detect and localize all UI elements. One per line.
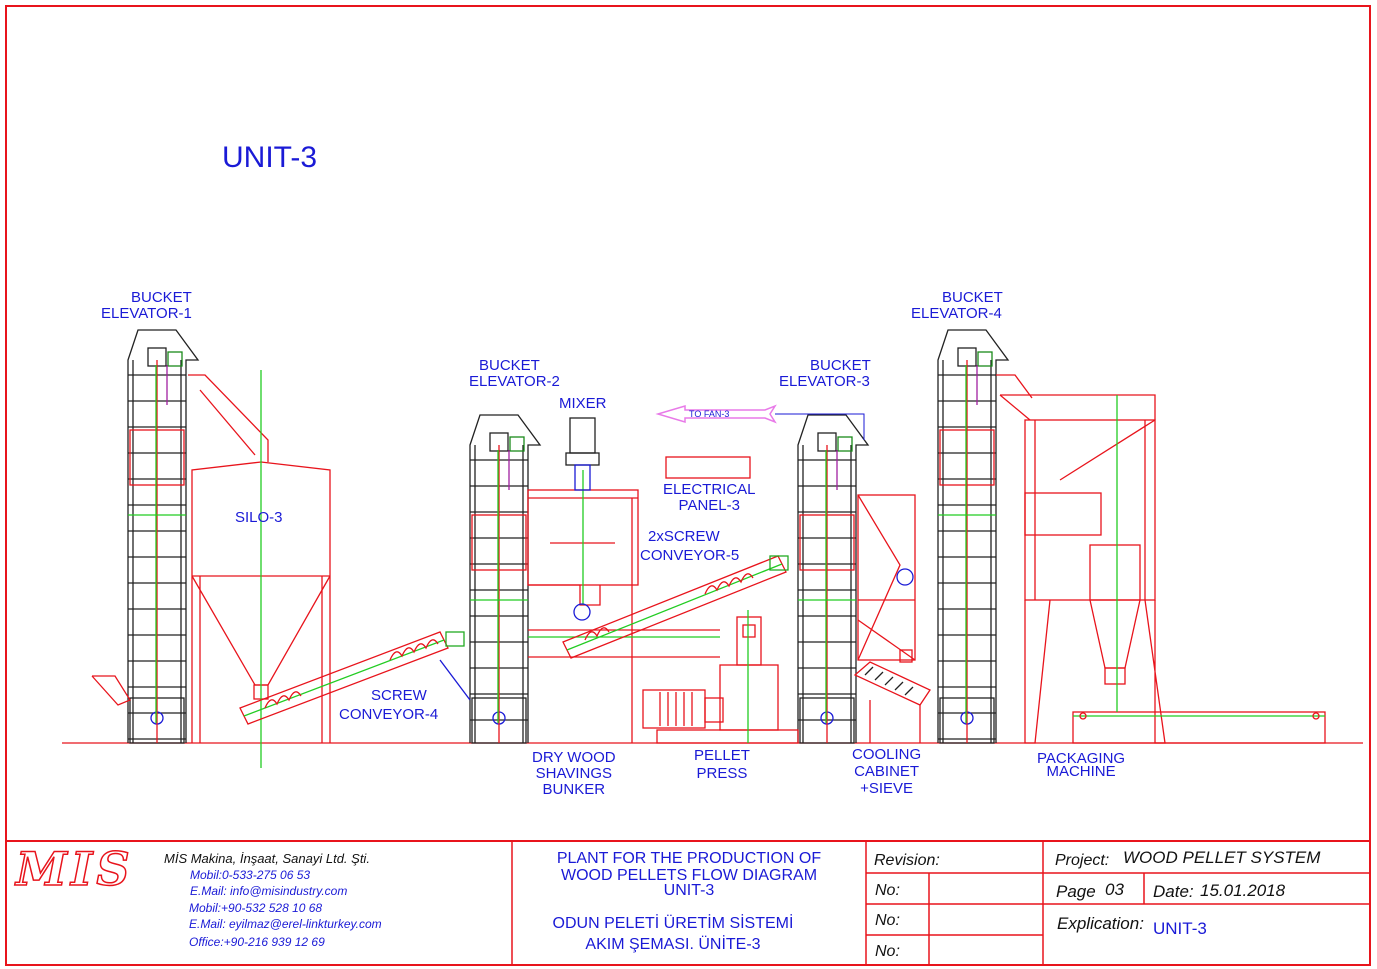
- label-line: CONVEYOR-4: [339, 706, 439, 723]
- title-line: PLANT FOR THE PRODUCTION OF: [556, 850, 822, 867]
- label-line: ELEVATOR-1: [101, 305, 192, 322]
- label-line: SCREW: [371, 687, 427, 704]
- packaging-machine: [996, 374, 1326, 744]
- label-screw-conveyor-5: 2xSCREW CONVEYOR-5: [640, 527, 739, 565]
- label-electrical-panel: ELECTRICAL PANEL-3: [663, 482, 756, 514]
- label-line: CABINET: [854, 763, 920, 780]
- project-label: Project:: [1055, 852, 1110, 869]
- drawing-title-tr: ODUN PELETİ ÜRETİM SİSTEMİ AKIM ŞEMASI. …: [512, 913, 834, 955]
- label-pellet-press: PELLET PRESS: [694, 747, 750, 783]
- label-line: PANEL-3: [678, 497, 740, 514]
- pellet-press: [642, 610, 799, 744]
- explication-value: UNIT-3: [1153, 919, 1207, 938]
- date-value: 15.01.2018: [1200, 881, 1286, 900]
- silo-3: [91, 370, 331, 768]
- label-line: DRY WOOD: [532, 749, 616, 766]
- company-logo: MIS: [15, 841, 134, 897]
- title-line: UNIT-3: [663, 882, 715, 899]
- to-fan-arrow: [655, 404, 865, 440]
- label-line: PELLET: [694, 747, 750, 764]
- label-line: ELEVATOR-3: [778, 373, 870, 390]
- screw-conveyor-5: [562, 555, 789, 659]
- electrical-panel-3: [665, 456, 751, 479]
- label-line: BUCKET: [479, 357, 540, 374]
- revision-label: Revision:: [874, 852, 940, 869]
- label-line: BUCKET: [810, 357, 871, 374]
- label-bunker: DRY WOOD SHAVINGS BUNKER: [532, 750, 616, 798]
- sheet-border: [5, 5, 1371, 966]
- label-line: MACHINE: [1046, 763, 1116, 780]
- label-line: 2xSCREW: [648, 528, 720, 545]
- label-line: PRESS: [696, 765, 748, 782]
- explication-label: Explication:: [1057, 914, 1144, 933]
- contact-office: Office:+90-216 939 12 69: [189, 935, 325, 949]
- label-line: COOLING: [852, 746, 922, 763]
- bucket-elevator-3: [797, 414, 870, 744]
- label-line: CONVEYOR-5: [640, 547, 740, 564]
- contact-mobile-2: Mobil:+90-532 528 10 68: [189, 901, 323, 915]
- label-bucket-elevator-4: BUCKET ELEVATOR-4: [910, 290, 1003, 322]
- label-bucket-elevator-2: BUCKET ELEVATOR-2: [469, 358, 560, 390]
- unit-title: UNIT-3: [222, 141, 318, 174]
- contact-email-2: E.Mail: eyilmaz@erel-linkturkey.com: [189, 917, 382, 931]
- bucket-elevator-2: [469, 414, 542, 744]
- label-line: ELEVATOR-2: [469, 373, 560, 390]
- bucket-elevator-1: [127, 329, 200, 744]
- contact-mobile-1: Mobil:0-533-275 06 53: [190, 868, 311, 882]
- label-line: ELECTRICAL: [663, 481, 756, 498]
- label-line: BUCKET: [131, 289, 192, 306]
- date-label: Date:: [1153, 882, 1194, 901]
- page-value: 03: [1105, 880, 1124, 899]
- cooling-cabinet-sieve: [853, 494, 931, 743]
- bucket-elevator-4: [937, 329, 1010, 744]
- company-name: MİS Makina, İnşaat, Sanayi Ltd. Şti.: [164, 851, 370, 866]
- title-line: WOOD PELLETS FLOW DIAGRAM: [560, 867, 818, 884]
- title-line: ODUN PELETİ ÜRETİM SİSTEMİ: [552, 915, 794, 932]
- no-label-1: No:: [875, 882, 900, 899]
- project-value: WOOD PELLET SYSTEM: [1123, 848, 1321, 867]
- mixer-and-bunker: [527, 417, 720, 743]
- label-line: +SIEVE: [860, 780, 914, 797]
- label-screw-conveyor-4: SCREW CONVEYOR-4: [339, 686, 438, 724]
- label-bucket-elevator-1: BUCKET ELEVATOR-1: [101, 290, 192, 322]
- label-line: BUCKET: [942, 289, 1003, 306]
- title-line: AKIM ŞEMASI. ÜNİTE-3: [585, 936, 761, 953]
- label-mixer: MIXER: [559, 395, 607, 412]
- drawing-title-en: PLANT FOR THE PRODUCTION OF WOOD PELLETS…: [512, 850, 866, 899]
- label-line: PACKAGING: [1037, 750, 1126, 767]
- label-line: SHAVINGS: [535, 765, 613, 782]
- no-label-3: No:: [875, 943, 900, 960]
- label-bucket-elevator-3: BUCKET ELEVATOR-3: [778, 358, 871, 390]
- label-to-fan: TO FAN-3: [689, 409, 730, 419]
- label-line: ELEVATOR-4: [910, 305, 1002, 322]
- label-line: BUNKER: [542, 781, 606, 798]
- page-label: Page: [1056, 882, 1096, 901]
- label-silo: SILO-3: [235, 509, 283, 526]
- screw-conveyor-4: [239, 631, 471, 725]
- title-block-grid: [511, 841, 1370, 965]
- no-label-2: No:: [875, 912, 900, 929]
- label-packaging-machine: PACKAGING MACHINE: [1037, 750, 1126, 780]
- label-cooling-cabinet: COOLING CABINET +SIEVE: [852, 746, 921, 797]
- contact-email-1: E.Mail: info@misindustry.com: [190, 884, 348, 898]
